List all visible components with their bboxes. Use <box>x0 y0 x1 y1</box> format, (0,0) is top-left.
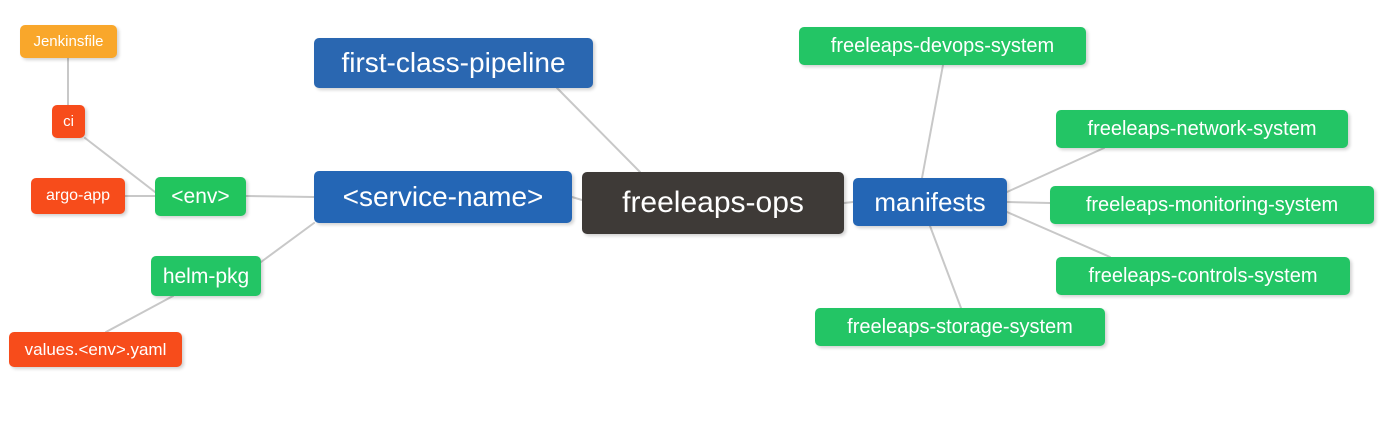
node-argo-app[interactable]: argo-app <box>31 178 125 214</box>
edge-service-name-to-freeleaps-ops <box>571 196 583 201</box>
edge-service-name-to-helm-pkg <box>260 222 315 263</box>
node-label-freeleaps-storage-system: freeleaps-storage-system <box>847 316 1073 338</box>
edge-first-class-pipeline-to-freeleaps-ops <box>556 87 641 173</box>
node-freeleaps-devops-system[interactable]: freeleaps-devops-system <box>799 27 1086 65</box>
node-jenkinsfile[interactable]: Jenkinsfile <box>20 25 117 58</box>
node-manifests[interactable]: manifests <box>853 178 1007 226</box>
node-label-first-class-pipeline: first-class-pipeline <box>341 47 566 78</box>
node-label-values-yaml: values.<env>.yaml <box>24 340 167 359</box>
node-label-freeleaps-network-system: freeleaps-network-system <box>1087 118 1317 140</box>
edge-manifests-to-freeleaps-monitoring-system <box>1006 201 1051 204</box>
node-label-freeleaps-monitoring-system: freeleaps-monitoring-system <box>1085 194 1339 216</box>
node-label-jenkinsfile: Jenkinsfile <box>33 33 104 50</box>
edge-helm-pkg-to-values-yaml <box>105 295 174 333</box>
node-freeleaps-storage-system[interactable]: freeleaps-storage-system <box>815 308 1105 346</box>
node-service-name[interactable]: <service-name> <box>314 171 572 223</box>
edge-freeleaps-ops-to-manifests <box>843 201 854 204</box>
node-label-env: <env> <box>171 185 230 208</box>
node-first-class-pipeline[interactable]: first-class-pipeline <box>314 38 593 88</box>
edge-env-to-service-name <box>245 195 315 198</box>
edge-manifests-to-freeleaps-storage-system <box>929 225 962 309</box>
node-label-freeleaps-devops-system: freeleaps-devops-system <box>830 35 1055 57</box>
edge-manifests-to-freeleaps-devops-system <box>921 64 944 179</box>
node-freeleaps-ops[interactable]: freeleaps-ops <box>582 172 844 234</box>
node-freeleaps-network-system[interactable]: freeleaps-network-system <box>1056 110 1348 148</box>
node-label-ci: ci <box>63 113 74 130</box>
node-freeleaps-controls-system[interactable]: freeleaps-controls-system <box>1056 257 1350 295</box>
node-label-freeleaps-ops: freeleaps-ops <box>622 186 804 219</box>
node-label-service-name: <service-name> <box>342 181 544 212</box>
node-ci[interactable]: ci <box>52 105 85 138</box>
node-label-argo-app: argo-app <box>45 187 111 204</box>
node-label-freeleaps-controls-system: freeleaps-controls-system <box>1088 265 1318 287</box>
node-values-yaml[interactable]: values.<env>.yaml <box>9 332 182 367</box>
node-label-manifests: manifests <box>874 187 986 217</box>
node-freeleaps-monitoring-system[interactable]: freeleaps-monitoring-system <box>1050 186 1374 224</box>
node-env[interactable]: <env> <box>155 177 246 216</box>
node-helm-pkg[interactable]: helm-pkg <box>151 256 261 296</box>
node-label-helm-pkg: helm-pkg <box>162 264 250 288</box>
